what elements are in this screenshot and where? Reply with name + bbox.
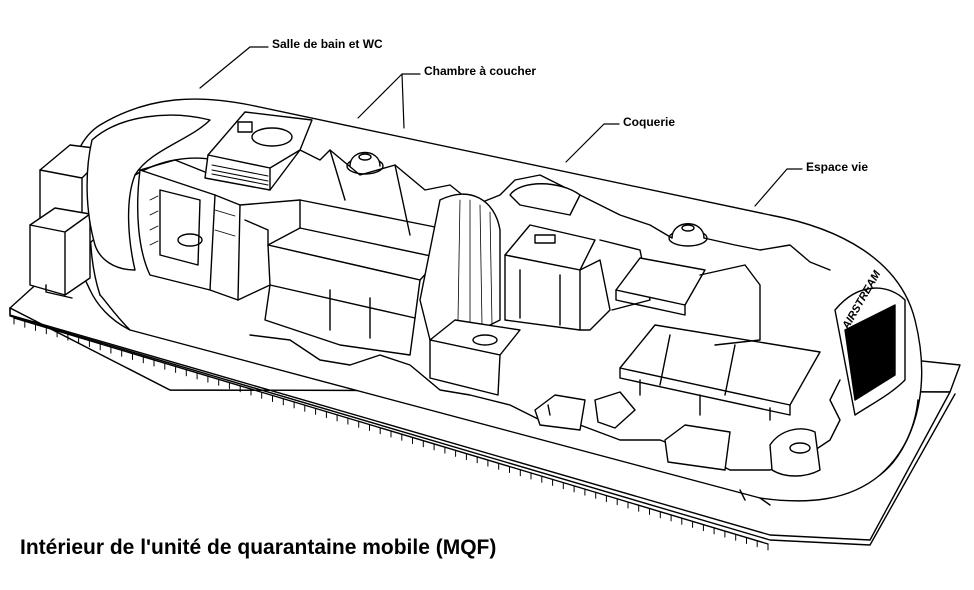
roof-vent-dome-right: [668, 223, 708, 247]
callout-living-area: Espace vie: [806, 160, 869, 174]
pallet-edge-ticks: [13, 317, 769, 551]
roof-ac-unit: [204, 111, 313, 191]
cutaway-roof-edge: [139, 149, 831, 271]
callout-bedroom: Chambre à coucher: [424, 64, 537, 78]
leader-bedroom: [357, 73, 421, 129]
bathroom-compartment: [137, 169, 241, 301]
figure-caption: Intérieur de l'unité de quarantaine mobi…: [20, 536, 497, 559]
callout-bathroom: Salle de bain et WC: [272, 37, 383, 51]
callout-galley: Coquerie: [623, 115, 676, 129]
roof-vent-dome-left: [346, 151, 384, 175]
front-step-boxes: [534, 391, 731, 471]
sink-cabinet: [429, 319, 521, 396]
leader-bathroom: [199, 46, 269, 89]
living-area-furniture: [615, 257, 821, 421]
leader-galley: [565, 123, 620, 163]
bedroom-bunks: [237, 199, 441, 356]
leader-living: [754, 168, 803, 207]
callout-leaders: [199, 46, 803, 207]
galley: [504, 183, 651, 331]
front-window-panel: [834, 287, 906, 416]
front-hitch-detail: [769, 428, 821, 477]
